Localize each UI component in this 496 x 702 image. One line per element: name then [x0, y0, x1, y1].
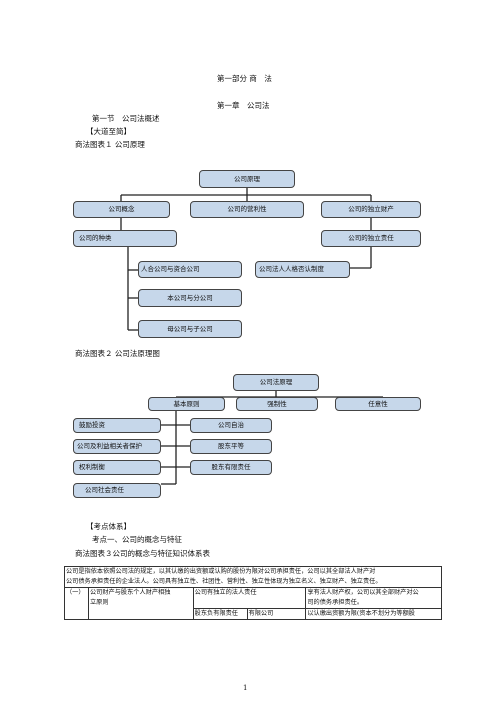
d1-type-item-2: 本公司与分公司 — [138, 289, 242, 307]
d2-left-item-3: 权利制衡 — [73, 460, 161, 475]
d1-property: 公司的独立财产 — [321, 201, 421, 218]
d2-left-item-2: 公司及利益相关者保护 — [73, 439, 161, 454]
d1-profit: 公司的营利性 — [190, 201, 304, 218]
point-1-heading: 考点一、公司的概念与特征 — [92, 535, 182, 544]
d2-right-item-2: 股东平等 — [190, 439, 272, 454]
d1-concept: 公司概念 — [73, 201, 170, 218]
table-cell-index: （一） — [64, 587, 89, 620]
figure-2-caption: 商法图表２ 公司法原理图 — [75, 349, 160, 358]
figure-3-caption: 商法图表３公司的概念与特征知识体系表 — [75, 549, 210, 558]
d2-right-item-1: 公司自治 — [190, 418, 272, 433]
liability-desc-line-2: 司的债务承担责任。 — [307, 599, 364, 606]
chapter-heading: 第一章 公司法 — [217, 101, 270, 110]
principle-line-2: 立原则 — [89, 599, 109, 606]
d2-mandatory: 强制性 — [236, 397, 318, 411]
table-cell-llc: 有限公司 — [246, 608, 307, 620]
knowledge-table: 公司是指依本依照公司法的规定，以其认缴的出资额或认购的股份为限对公司承担责任，公… — [64, 566, 442, 620]
part-heading: 第一部分 商 法 — [217, 74, 272, 83]
d1-liability: 公司的独立责任 — [321, 230, 421, 247]
table-cell-definition: 公司是指依本依照公司法的规定，以其认缴的出资额或认购的股份为限对公司承担责任，公… — [64, 566, 442, 588]
bracket-heading-1: 【大道至简】 — [86, 127, 131, 136]
d2-right-item-3: 股东有限责任 — [190, 460, 272, 475]
page-number: 1 — [243, 684, 248, 692]
d2-left-item-1: 鼓励投资 — [73, 418, 161, 433]
d1-root: 公司原理 — [199, 170, 295, 188]
table-cell-principle: 公司财产与股东个人财产相独 立原则 — [87, 587, 194, 620]
section-heading: 第一节 公司法概述 — [92, 114, 160, 123]
table-cell-liability: 公司有独立的法人责任 — [192, 587, 307, 609]
d2-root: 公司法原理 — [233, 374, 319, 391]
bracket-heading-2: 【考点体系】 — [86, 522, 131, 531]
table-row: 股东负有限责任 有限公司 以认缴出资额为限(资本不划分为等额股 — [65, 608, 442, 620]
d1-veil: 公司法人人格否认制度 — [255, 261, 350, 278]
figure-1-caption: 商法图表１ 公司原理 — [75, 140, 145, 149]
table-row: （一） 公司财产与股东个人财产相独 立原则 公司有独立的法人责任 享有法人财产权… — [64, 587, 442, 620]
definition-line-1: 公司是指依本依照公司法的规定，以其认缴的出资额或认购的股份为限对公司承担责任，公… — [66, 568, 376, 575]
d2-optional: 任意性 — [335, 397, 421, 411]
principle-line-1: 公司财产与股东个人财产相独 — [89, 589, 171, 596]
d1-type-item-3: 母公司与子公司 — [138, 320, 242, 338]
liability-desc-line-1: 享有法人财产权，公司以其全部财产对公 — [307, 589, 419, 596]
definition-line-2: 公司债务承担责任的企业法人。公司具有独立性、社团性、营利性、独立性体现为独立名义… — [66, 578, 382, 585]
table-cell-liability-desc: 享有法人财产权，公司以其全部财产对公 司的债务承担责任。 — [305, 587, 442, 609]
d1-type-item-1: 人合公司与资合公司 — [138, 261, 242, 278]
table-cell-llc-desc: 以认缴出资额为限(资本不划分为等额股 — [305, 608, 442, 620]
d2-left-item-4: 公司社会责任 — [73, 483, 161, 498]
table-cell-limited-liability: 股东负有限责任 — [192, 608, 248, 620]
table-row: 公司是指依本依照公司法的规定，以其认缴的出资额或认购的股份为限对公司承担责任，公… — [64, 566, 442, 588]
d1-types: 公司的种类 — [73, 230, 177, 247]
d2-basic: 基本原则 — [148, 397, 225, 411]
